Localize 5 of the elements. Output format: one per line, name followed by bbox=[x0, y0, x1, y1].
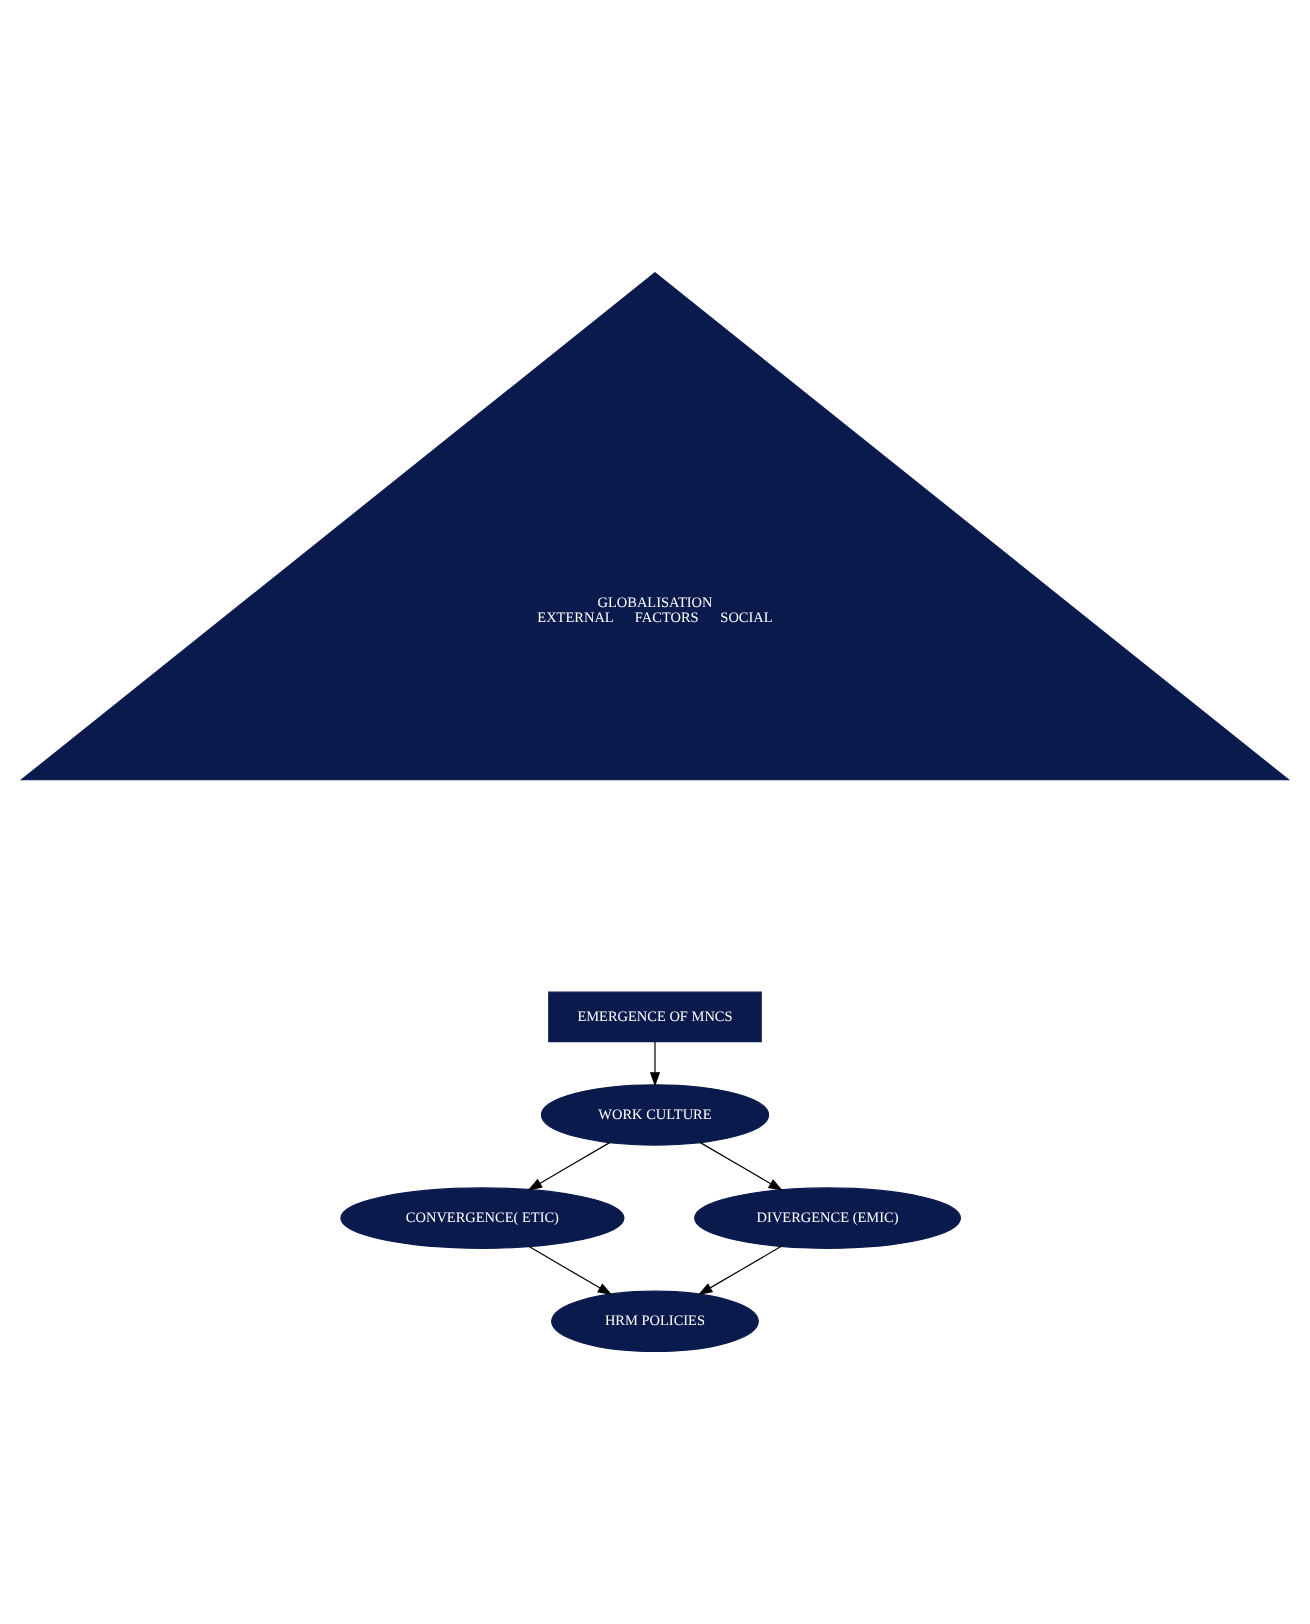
arrow bbox=[649, 1041, 661, 1087]
arrow bbox=[528, 1246, 613, 1296]
arrow bbox=[699, 1142, 783, 1191]
arrow bbox=[527, 1142, 611, 1191]
arrow bbox=[698, 1245, 782, 1295]
